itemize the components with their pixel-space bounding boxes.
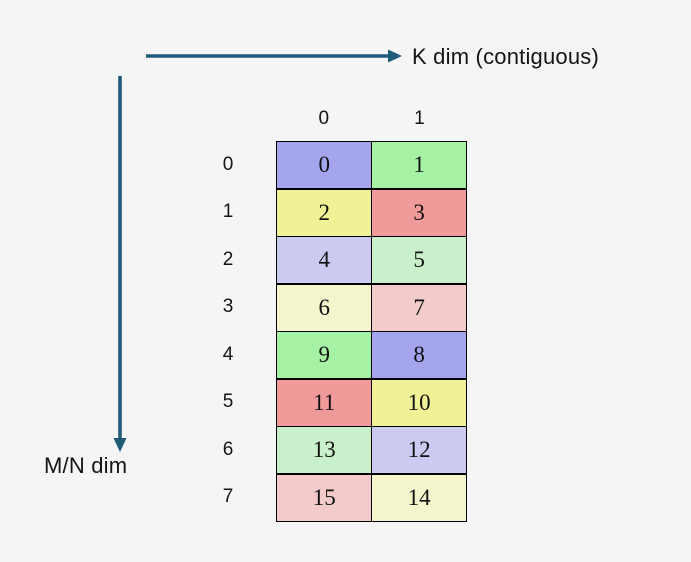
mn-dim-axis-label: M/N dim — [44, 453, 128, 478]
matrix-cell: 10 — [372, 379, 466, 426]
matrix-row-header: 3 — [222, 296, 234, 318]
matrix-cell: 2 — [277, 189, 371, 236]
matrix-row-header: 7 — [222, 486, 234, 508]
matrix-cell: 14 — [372, 474, 466, 521]
matrix-cell: 7 — [372, 284, 466, 331]
matrix-cell: 11 — [277, 379, 371, 426]
k-dim-axis-label: K dim (contiguous) — [412, 44, 600, 69]
matrix-col-header: 1 — [414, 108, 425, 129]
matrix-col-header: 0 — [318, 108, 330, 129]
matrix-row-header: 2 — [222, 248, 234, 270]
matrix-cell: 13 — [277, 427, 371, 474]
matrix-row-header: 0 — [222, 153, 234, 175]
mn-dim-arrow — [113, 76, 127, 452]
matrix-row-header: 6 — [222, 438, 234, 460]
matrix-row-header: 4 — [222, 343, 234, 365]
matrix-cell: 1 — [372, 142, 466, 189]
matrix-cell: 15 — [277, 474, 371, 521]
k-dim-arrow — [146, 49, 402, 63]
matrix-cell: 4 — [277, 237, 371, 284]
matrix-row-headers: 0 1 2 3 4 5 6 7 — [200, 141, 256, 521]
matrix-row-header: 5 — [222, 391, 234, 413]
matrix-cell: 12 — [372, 427, 466, 474]
matrix-row-header: 1 — [222, 201, 234, 223]
matrix-cell: 8 — [372, 332, 466, 379]
matrix-cell: 9 — [277, 332, 371, 379]
matrix-cell: 5 — [372, 237, 466, 284]
matrix-cell: 6 — [277, 284, 371, 331]
matrix-cell: 3 — [372, 189, 466, 236]
matrix-cell: 0 — [277, 142, 371, 189]
